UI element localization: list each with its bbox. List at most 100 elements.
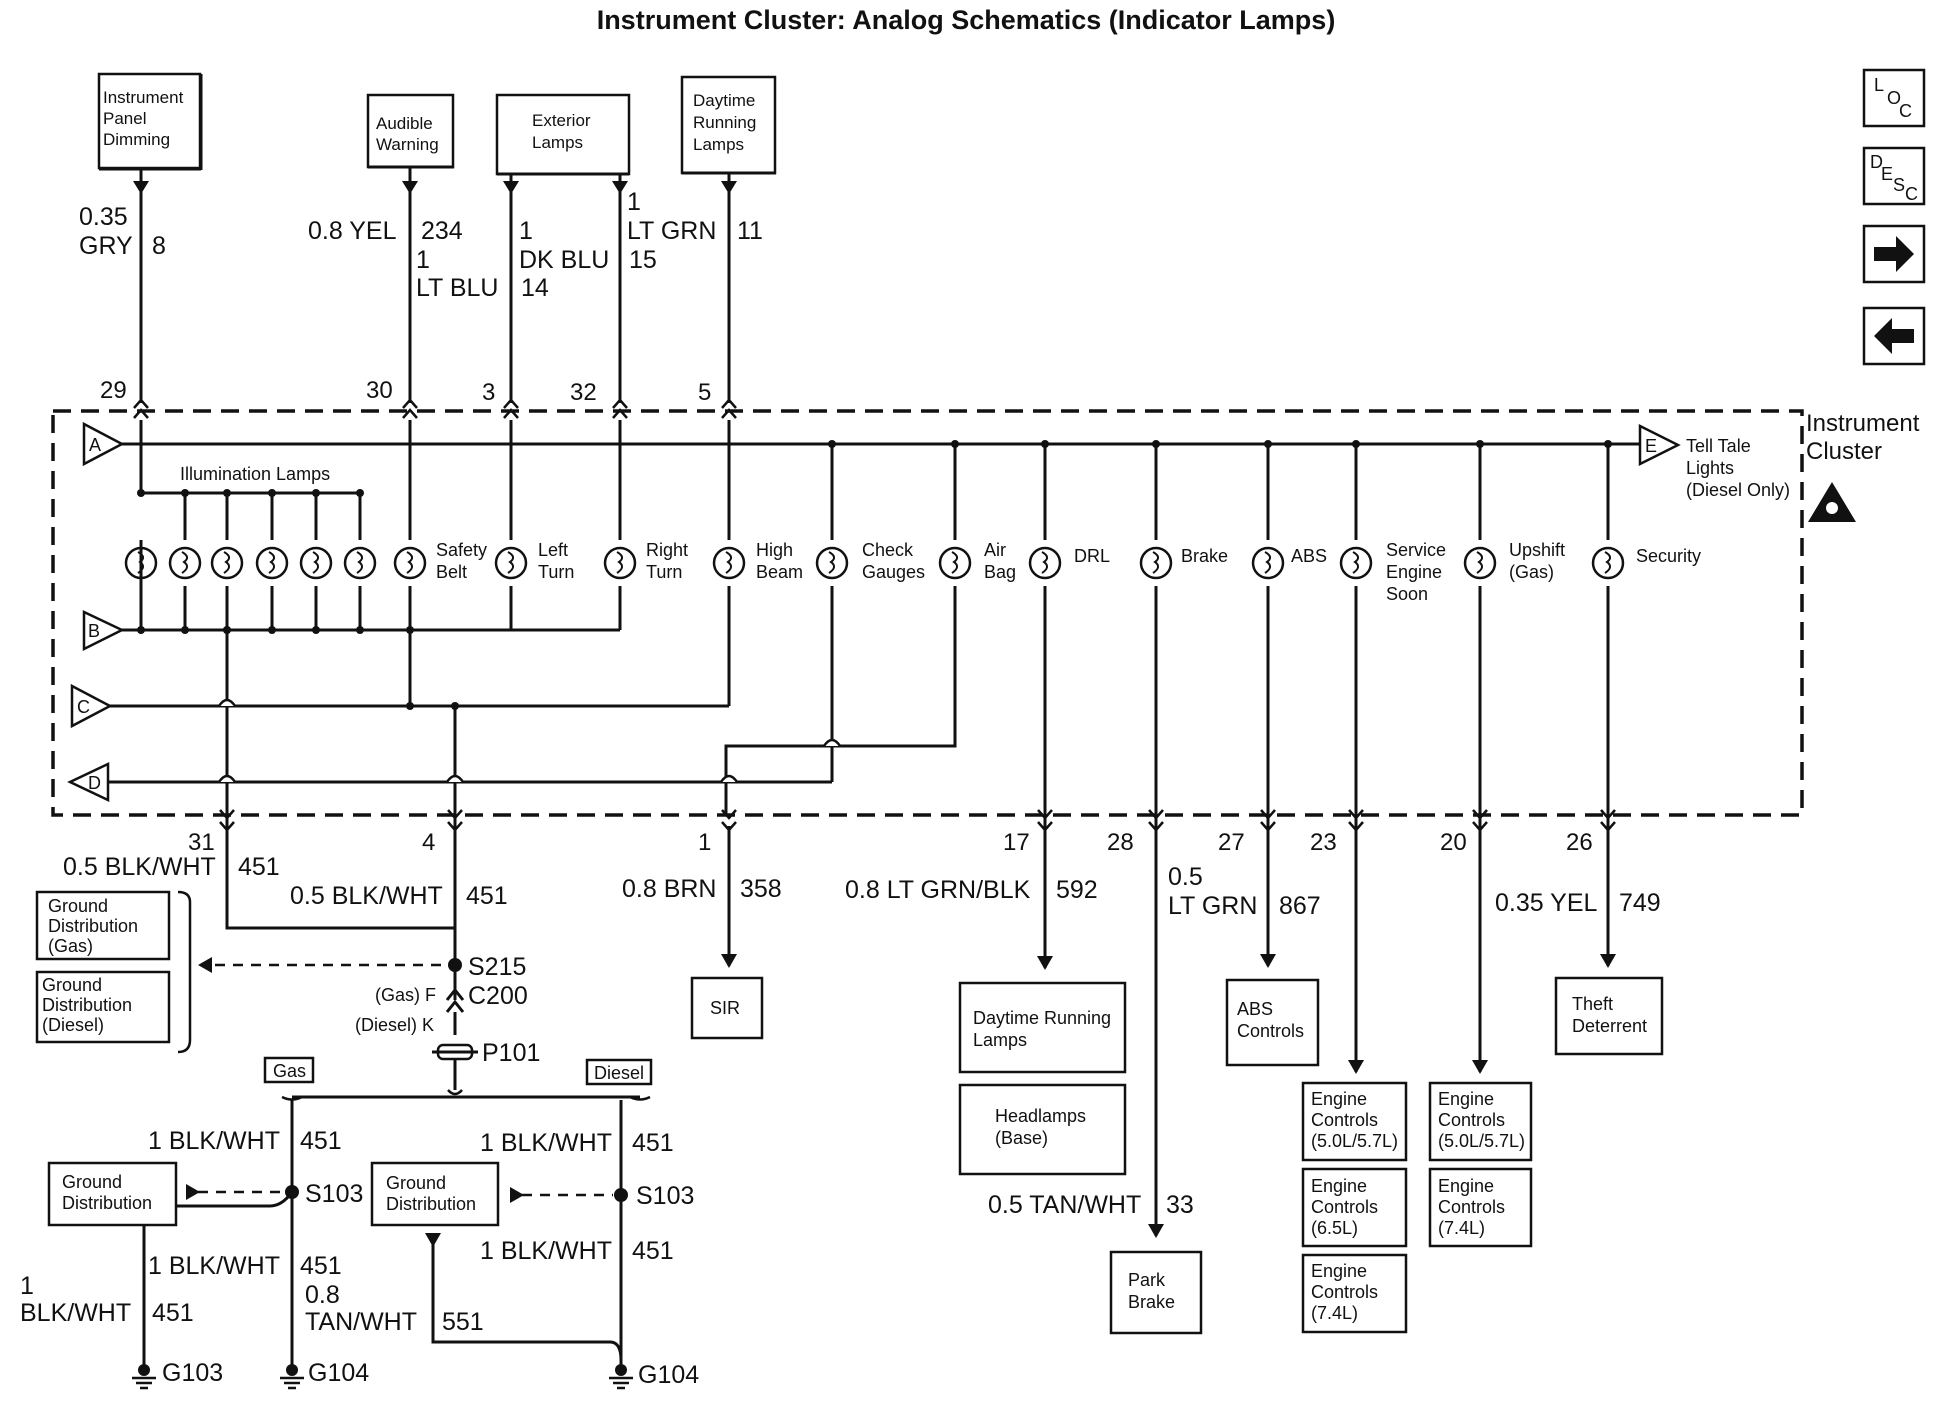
box-label: Controls xyxy=(1311,1282,1378,1302)
box-label: Instrument xyxy=(103,88,184,107)
box-engine-controls-6-5: Engine Controls (6.5L) xyxy=(1301,1167,1408,1248)
connector-label: C200 xyxy=(468,982,528,1010)
illumination-lamp-icon xyxy=(255,546,289,580)
pin-number: 20 xyxy=(1440,829,1467,856)
connector-pin-label: (Diesel) K xyxy=(355,1015,434,1035)
box-label: Headlamps xyxy=(995,1106,1086,1126)
box-label: (6.5L) xyxy=(1311,1218,1358,1238)
pin-number: 28 xyxy=(1107,829,1134,856)
wire-circuit-label: 8 xyxy=(152,232,166,260)
box-label: Deterrent xyxy=(1572,1016,1647,1036)
lamp-label: Turn xyxy=(538,562,574,582)
wire-circuit-label: 33 xyxy=(1166,1191,1194,1219)
lamp-label: High xyxy=(756,540,793,560)
connector-letter: A xyxy=(89,435,101,455)
box-label: Park xyxy=(1128,1270,1166,1290)
indicator-lamp-icon xyxy=(1463,546,1497,580)
wire-circuit-label: 14 xyxy=(521,274,549,302)
pin-chevron xyxy=(721,398,737,409)
pin-number: 3 xyxy=(482,379,495,406)
pin-chevron xyxy=(133,398,149,409)
pin-chevron xyxy=(503,408,519,419)
instrument-cluster-boundary xyxy=(51,409,1804,817)
connector-d: D xyxy=(67,762,110,802)
lamp-label: Bag xyxy=(984,562,1016,582)
box-label: Brake xyxy=(1128,1292,1175,1312)
pin-chevron xyxy=(1037,809,1053,820)
desc-letter-d: D xyxy=(1870,152,1883,172)
next-page-button[interactable] xyxy=(1862,224,1926,284)
box-label: Engine xyxy=(1438,1176,1494,1196)
previous-page-button[interactable] xyxy=(1862,306,1926,366)
indicator-lamp-icon xyxy=(815,546,849,580)
box-label: Distribution xyxy=(48,916,138,936)
wire-color-label: 1 BLK/WHT xyxy=(480,1237,612,1265)
box-label: Ground xyxy=(48,896,108,916)
wire-color-label: 0.5 BLK/WHT xyxy=(290,882,443,910)
pin-number: 27 xyxy=(1218,829,1245,856)
lamp-label: Check xyxy=(862,540,914,560)
lamp-label: Gauges xyxy=(862,562,925,582)
loc-button[interactable]: L O C xyxy=(1862,68,1926,128)
ground-g104-icon xyxy=(609,1364,633,1390)
pin-chevron xyxy=(503,398,519,409)
desc-letter-e: E xyxy=(1881,164,1893,184)
wire-451-a xyxy=(225,826,455,930)
pin-chevron xyxy=(1472,809,1488,820)
gas-tag: Gas xyxy=(263,1056,315,1084)
box-label: Daytime Running xyxy=(973,1008,1111,1028)
wire-color-label: GRY xyxy=(79,232,133,260)
box-label: Panel xyxy=(103,109,146,128)
ground-label: G104 xyxy=(638,1361,699,1389)
box-ground-distribution-gas: Ground Distribution (Gas) xyxy=(35,890,171,961)
cluster-title: Cluster xyxy=(1806,438,1882,465)
pin-number: 4 xyxy=(422,829,435,856)
lamp-label: Soon xyxy=(1386,584,1428,604)
arrow-left-icon xyxy=(1874,318,1914,354)
esd-warning-icon xyxy=(1808,482,1856,522)
loc-letter-c: C xyxy=(1899,101,1912,121)
illumination-lamp-icon xyxy=(299,546,333,580)
desc-button[interactable]: D E S C xyxy=(1862,146,1926,206)
p101-connector-icon xyxy=(432,1043,478,1061)
wire-circuit-label: 451 xyxy=(152,1299,194,1327)
lamp-label: Security xyxy=(1636,546,1701,566)
page-title: Instrument Cluster: Analog Schematics (I… xyxy=(597,5,1336,35)
box-exterior-lamps: Exterior Lamps xyxy=(495,93,631,176)
connector-pin-label: (Gas) F xyxy=(375,985,436,1005)
wire-color-label: 0.5 BLK/WHT xyxy=(63,853,216,881)
box-label: Daytime xyxy=(693,91,755,110)
box-park-brake: Park Brake xyxy=(1109,1250,1203,1335)
desc-letter-c: C xyxy=(1905,184,1918,204)
arrow-right-icon xyxy=(1874,236,1914,272)
connector-letter: B xyxy=(88,621,100,641)
lamp-label: Service xyxy=(1386,540,1446,560)
pin-chevron xyxy=(1148,809,1164,820)
wire-color-label: LT GRN xyxy=(627,217,716,245)
box-audible-warning: Audible Warning xyxy=(366,93,455,169)
lamp-label: Beam xyxy=(756,562,803,582)
wire-circuit-label: 451 xyxy=(632,1129,674,1157)
box-engine-controls-5-0-5-7-a: Engine Controls (5.0L/5.7L) xyxy=(1301,1081,1408,1162)
wire-color-label: DK BLU xyxy=(519,246,609,274)
top-connector-chevrons xyxy=(133,398,737,419)
box-label: Theft xyxy=(1572,994,1613,1014)
wire-circuit-label: 451 xyxy=(238,853,280,881)
indicator-lamp-icon xyxy=(603,546,637,580)
box-headlamps-base: Headlamps (Base) xyxy=(958,1083,1127,1176)
box-engine-controls-5-0-5-7-b: Engine Controls (5.0L/5.7L) xyxy=(1428,1081,1533,1162)
wire-size-label: 1 xyxy=(416,246,430,274)
pin-number: 26 xyxy=(1566,829,1593,856)
box-label: Engine xyxy=(1311,1089,1367,1109)
lamp-label: Right xyxy=(646,540,688,560)
pin-chevron xyxy=(612,398,628,409)
wire-circuit-label: 15 xyxy=(629,246,657,274)
loc-letter-o: O xyxy=(1887,88,1901,108)
box-sir: SIR xyxy=(690,976,764,1040)
box-abs-controls: ABS Controls xyxy=(1225,978,1320,1067)
illumination-lamp-icon xyxy=(168,546,202,580)
wire-circuit-label: 592 xyxy=(1056,876,1098,904)
wire-circuit-label: 11 xyxy=(737,217,763,245)
pin-number: 17 xyxy=(1003,829,1030,856)
pin-number: 30 xyxy=(366,377,393,404)
